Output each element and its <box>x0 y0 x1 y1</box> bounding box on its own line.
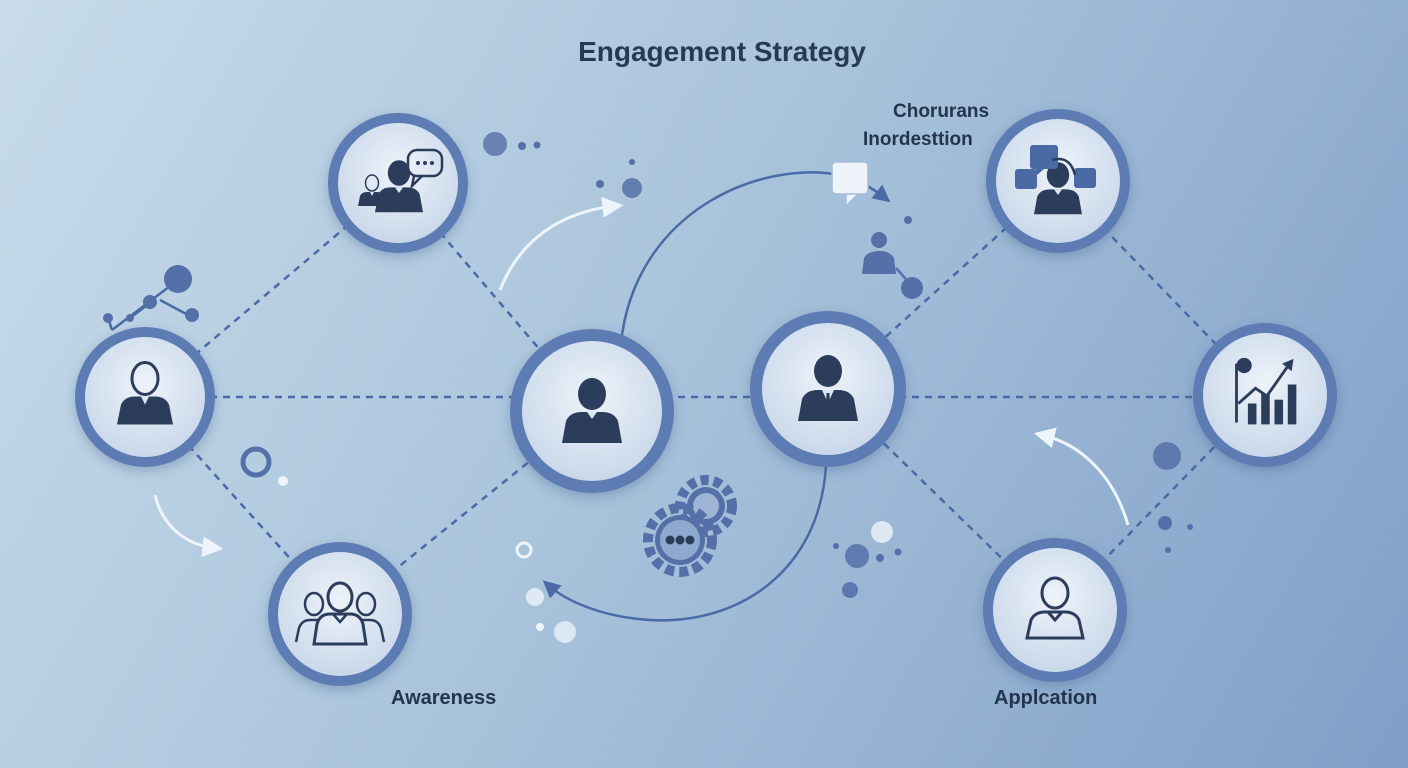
node-center-right-person <box>750 311 906 467</box>
gears-icon <box>643 475 737 577</box>
flow-arrow-left <box>153 494 224 558</box>
connector-left-to-group <box>144 396 341 615</box>
node-single-person <box>983 538 1127 682</box>
small-person-decoration <box>862 232 913 287</box>
flow-arrow-top <box>498 196 624 291</box>
label-awareness: Awareness <box>391 687 497 709</box>
person-chat-icon <box>1015 145 1096 215</box>
chat-bubble-icon <box>831 161 869 208</box>
person-chat-icon <box>357 148 444 213</box>
network-branch-decoration <box>103 265 199 331</box>
side-note-line-1: Chorurans <box>893 101 990 122</box>
node-center-left-person <box>510 329 674 493</box>
cycle-arc-bottom <box>542 464 828 622</box>
flow-arrow-right <box>1033 427 1130 526</box>
decorative-dots <box>240 132 1193 643</box>
label-application: Applcation <box>994 687 1098 709</box>
side-note-line-2: Inordesttion <box>863 129 973 150</box>
page-title: Engagement Strategy <box>578 36 866 67</box>
